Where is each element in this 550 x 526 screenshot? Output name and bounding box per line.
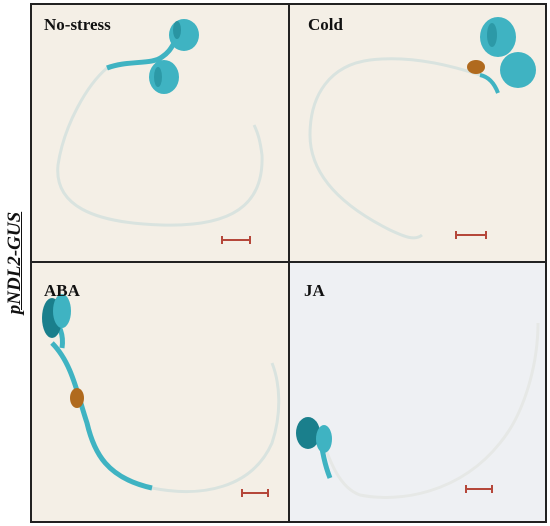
panel-label-aba: ABA	[44, 281, 80, 300]
panel-no-stress: No-stress	[32, 5, 288, 261]
seedling-cold-image	[290, 5, 545, 261]
panel-label-no-stress: No-stress	[44, 15, 111, 34]
panel-ja: JA	[290, 263, 545, 521]
panel-label-ja: JA	[304, 281, 325, 300]
horizontal-divider	[32, 261, 545, 263]
seedling-no-stress-image	[32, 5, 288, 261]
panel-label-cold: Cold	[308, 15, 343, 34]
figure-grid: No-stress Cold	[30, 3, 547, 523]
reporter-label-text: pNDL2-GUS	[4, 211, 25, 315]
seedling-ja-image	[290, 263, 545, 521]
vertical-divider	[288, 5, 290, 521]
reporter-label: pNDL2-GUS	[0, 0, 30, 526]
panel-cold: Cold	[290, 5, 545, 261]
seedling-aba-image	[32, 263, 288, 521]
panel-aba: ABA	[32, 263, 288, 521]
